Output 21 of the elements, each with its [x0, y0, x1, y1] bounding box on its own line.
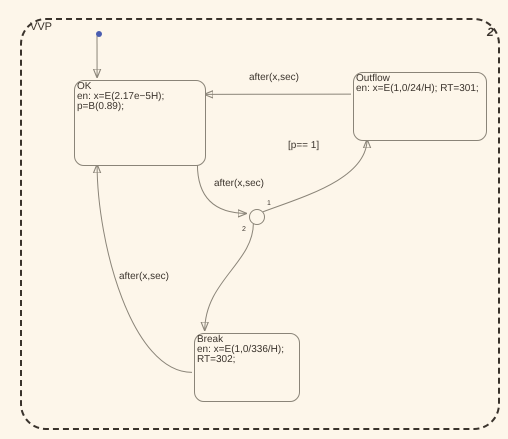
edge-label: after(x,sec): [119, 271, 170, 282]
state-actions: en: x=E(2.17e−5H); p=B(0.89);: [77, 92, 166, 112]
state-box: [74, 80, 206, 166]
state-actions: en: x=E(1,0/24/H); RT=301;: [356, 84, 480, 94]
state-box: [353, 72, 487, 141]
edge-label: after(x,sec): [214, 178, 264, 189]
chart-number: 2: [487, 26, 494, 38]
state-actions: en: x=E(1,0/336/H); RT=302;: [197, 345, 285, 365]
edge-label: after(x,sec): [249, 72, 300, 83]
transition-arrow: [201, 222, 254, 332]
transition-arrow: [92, 34, 102, 79]
chart-name: VVP: [30, 22, 52, 32]
state-box: [194, 333, 300, 402]
state-name: OK: [77, 82, 92, 92]
transition-arrow: [196, 164, 248, 218]
edge-label: [p== 1]: [288, 140, 320, 151]
chart-frame: [20, 18, 500, 430]
state-name: Break: [197, 335, 224, 345]
transition-arrow: [93, 163, 192, 373]
state-name: Outflow: [356, 74, 390, 84]
transition-arrow: [262, 138, 370, 212]
